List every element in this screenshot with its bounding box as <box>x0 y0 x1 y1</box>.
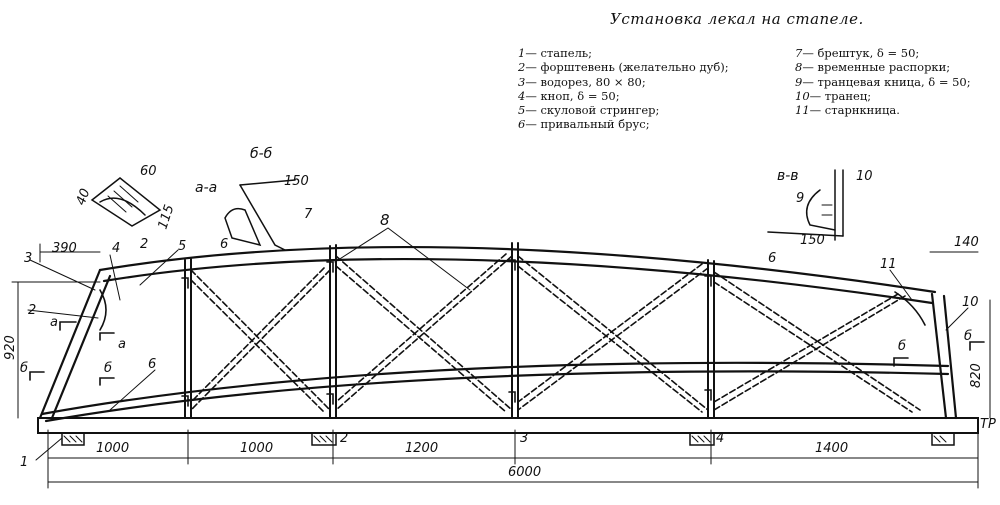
legend-item: 7— брештук, δ = 50; <box>795 46 920 60</box>
section-mark-b-mid: б <box>104 361 112 376</box>
knees <box>99 259 926 407</box>
legend-item: 4— кноп, δ = 50; <box>518 88 620 103</box>
dim-1000-second: 1000 <box>240 441 273 456</box>
section-aa-label: а-а <box>195 180 217 196</box>
section-mark-b-left: б <box>20 361 28 376</box>
dim-60: 60 <box>140 164 157 179</box>
dim-150-bow: 150 <box>284 174 309 189</box>
section-mark-b-right1: б <box>898 339 906 354</box>
legend-item: 10— транец; <box>795 88 872 103</box>
callout-8: 8 <box>380 211 390 229</box>
callout-4: 4 <box>112 241 120 256</box>
legend-item: 1— стапель; <box>518 46 593 60</box>
callout-7: 7 <box>304 207 313 222</box>
dim-390: 390 <box>52 241 77 256</box>
tr-mark: ТР <box>980 417 996 432</box>
transom-section-detail <box>767 169 844 241</box>
callout-5: 5 <box>178 239 186 254</box>
station-2: 2 <box>340 431 348 446</box>
support-blocks <box>61 432 955 446</box>
legend-item: 11— старнкница. <box>795 103 900 118</box>
dim-920: 920 <box>3 335 18 360</box>
legend-item: 8— временные распорки; <box>795 60 951 75</box>
gunwale <box>98 246 937 305</box>
legend-item: 2— форштевень (желательно дуб); <box>518 60 729 75</box>
callout-1: 1 <box>20 455 28 470</box>
callout-6-main: 6 <box>148 357 156 372</box>
temporary-braces <box>190 253 921 413</box>
dim-1400: 1400 <box>815 441 848 456</box>
legend-item: 5— скуловой стрингер; <box>518 103 660 118</box>
section-marks <box>29 321 985 386</box>
section-bb-label: б-б <box>250 146 273 162</box>
callout-11: 11 <box>880 257 897 272</box>
legend-right: 7— брештук, δ = 50; 8— временные распорк… <box>795 46 971 117</box>
legend-left: 1— стапель; 2— форштевень (желательно ду… <box>518 46 729 132</box>
dim-1200: 1200 <box>405 441 438 456</box>
transom <box>930 292 958 420</box>
legend-item: 6— привальный брус; <box>518 117 650 132</box>
dim-150-transom: 150 <box>800 233 825 248</box>
callout-9: 9 <box>796 191 804 206</box>
section-mark-a-left: а <box>50 315 58 330</box>
dimension-lines <box>11 243 991 489</box>
callout-3: 3 <box>24 251 32 266</box>
stem <box>38 268 112 420</box>
legend-item: 3— водорез, 80 × 80; <box>518 74 646 89</box>
section-mark-b-right2: б <box>964 329 972 344</box>
leader-lines <box>27 227 969 461</box>
moulds <box>184 242 715 419</box>
dim-820: 820 <box>969 363 984 388</box>
legend-item: 9— транцевая кница, δ = 50; <box>795 74 971 89</box>
dim-40: 40 <box>74 187 94 208</box>
callout-10-main: 10 <box>962 295 979 310</box>
callout-2-detail: 2 <box>140 237 148 252</box>
station-3: 3 <box>520 431 528 446</box>
dim-1000-first: 1000 <box>96 441 129 456</box>
callout-6-detail: 6 <box>220 237 228 252</box>
chine-stringer <box>40 361 950 423</box>
bow-section-detail <box>90 177 296 251</box>
dim-115: 115 <box>156 203 178 231</box>
callout-6-vv: 6 <box>768 251 776 266</box>
slipway-beam <box>37 417 979 434</box>
callout-2: 2 <box>28 303 36 318</box>
drawing-title: Установка лекал на стапеле. <box>610 10 864 28</box>
station-4: 4 <box>716 431 724 446</box>
section-vv-label: в-в <box>777 168 799 184</box>
dim-140: 140 <box>954 235 979 250</box>
section-mark-a-right: а <box>118 337 126 352</box>
callout-10-detail: 10 <box>856 169 873 184</box>
dim-6000: 6000 <box>508 465 541 480</box>
